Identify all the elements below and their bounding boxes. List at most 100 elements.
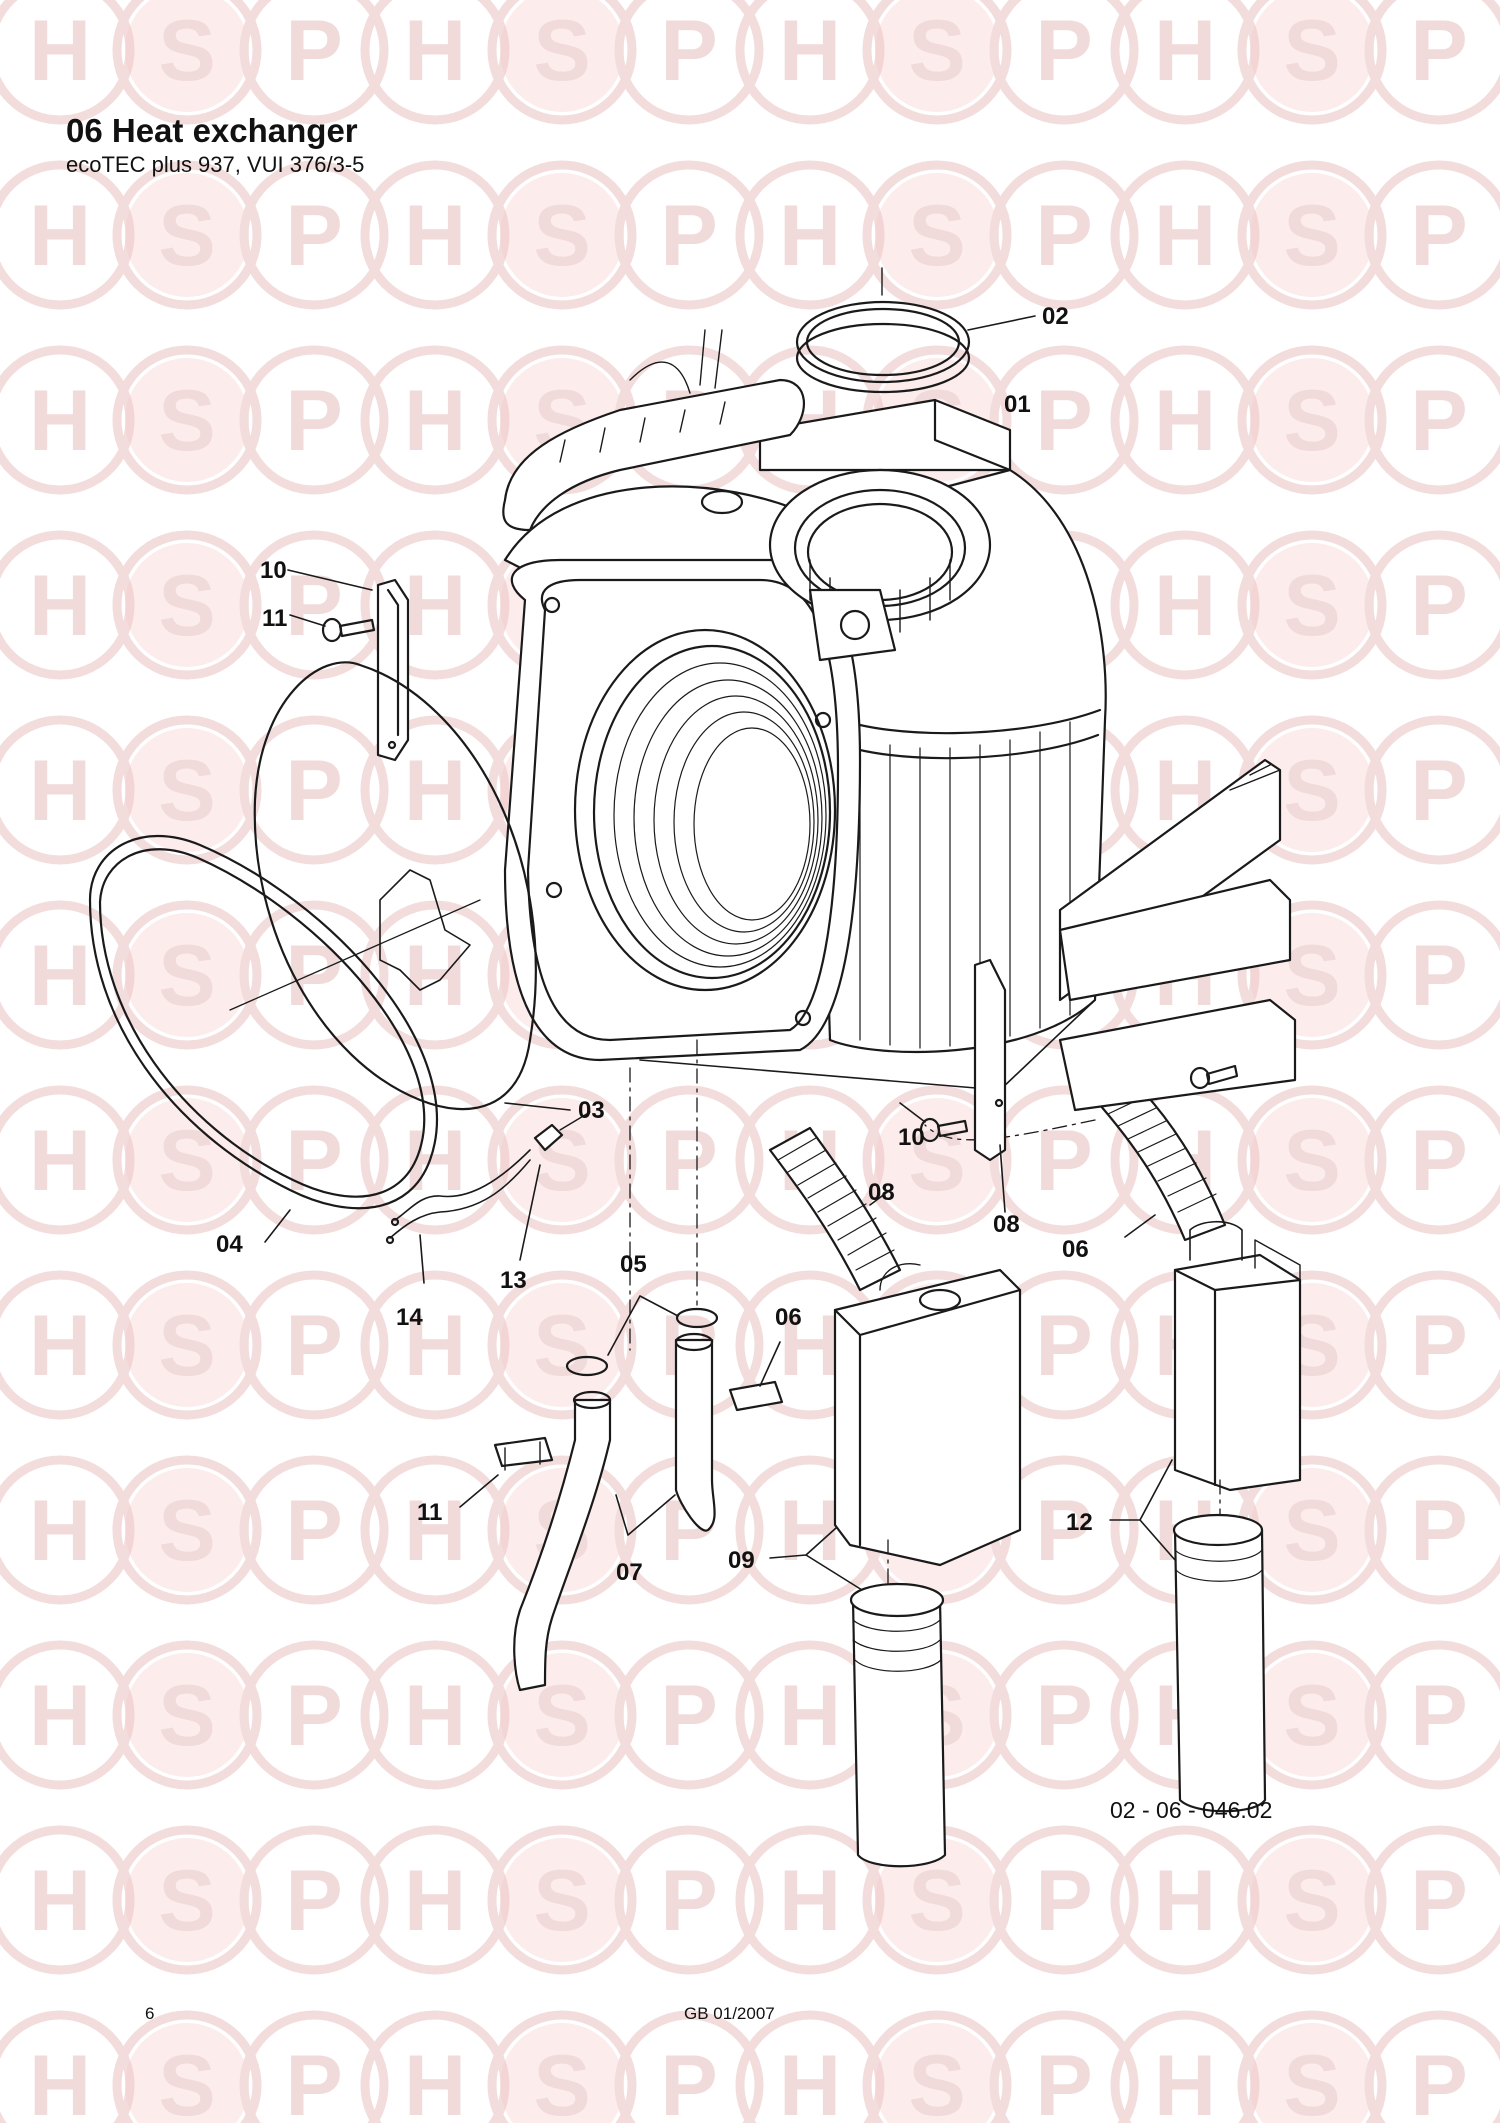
part-14-wiring-harness bbox=[385, 1149, 531, 1284]
watermark-badge: P bbox=[614, 160, 764, 310]
watermark-letter: S bbox=[158, 558, 215, 654]
watermark-letter: H bbox=[404, 188, 466, 284]
watermark-letter: S bbox=[1283, 1668, 1340, 1764]
watermark-letter: S bbox=[158, 928, 215, 1024]
watermark-letter: P bbox=[285, 1668, 342, 1764]
watermark-letter: H bbox=[404, 558, 466, 654]
watermark-badge: S bbox=[112, 160, 262, 310]
watermark-letter: H bbox=[404, 1483, 466, 1579]
watermark-letter: P bbox=[1035, 1668, 1092, 1764]
part-04-seal-ring bbox=[88, 835, 438, 1243]
watermark-letter: P bbox=[1410, 928, 1467, 1024]
watermark-badge: P bbox=[239, 715, 389, 865]
watermark-badge: S bbox=[862, 0, 1012, 125]
watermark-letter: P bbox=[1035, 188, 1092, 284]
watermark-badge: H bbox=[0, 1640, 135, 1790]
watermark-badge: S bbox=[487, 160, 637, 310]
watermark-badge: P bbox=[989, 1085, 1139, 1235]
watermark-badge: S bbox=[1237, 0, 1387, 125]
watermark-letter: S bbox=[158, 743, 215, 839]
watermark-letter: P bbox=[285, 2038, 342, 2123]
watermark-badge: P bbox=[239, 2010, 389, 2123]
watermark-letter: H bbox=[779, 1483, 841, 1579]
part-10-bracket-left bbox=[287, 569, 410, 762]
watermark-letter: P bbox=[285, 3, 342, 99]
watermark-letter: H bbox=[404, 1298, 466, 1394]
part-06-clip-right bbox=[728, 1341, 784, 1412]
watermark-badge: H bbox=[360, 900, 510, 1050]
watermark-letter: H bbox=[779, 2038, 841, 2123]
callout-label-04: 04 bbox=[216, 1231, 243, 1258]
watermark-letter: H bbox=[29, 928, 91, 1024]
watermark-badge: P bbox=[239, 1640, 389, 1790]
watermark-letter: H bbox=[29, 1298, 91, 1394]
watermark-badge: P bbox=[1364, 1640, 1500, 1790]
watermark-letter: P bbox=[1035, 1483, 1092, 1579]
watermark-letter: S bbox=[1283, 1853, 1340, 1949]
watermark-letter: S bbox=[1283, 2038, 1340, 2123]
watermark-letter: S bbox=[908, 2038, 965, 2123]
callout-label-03: 03 bbox=[578, 1097, 605, 1124]
watermark-letter: S bbox=[533, 1853, 590, 1949]
watermark-badge: H bbox=[360, 1825, 510, 1975]
watermark-badge: H bbox=[0, 345, 135, 495]
watermark-badge: S bbox=[862, 160, 1012, 310]
watermark-badge: P bbox=[1364, 1085, 1500, 1235]
watermark-badge: P bbox=[1364, 0, 1500, 125]
watermark-badge: H bbox=[360, 1270, 510, 1420]
watermark-letter: S bbox=[158, 2038, 215, 2123]
part-01-heat-exchanger-body bbox=[502, 329, 1107, 1091]
callout-label-06: 06 bbox=[1062, 1236, 1089, 1263]
watermark-letter: H bbox=[404, 928, 466, 1024]
callout-label-05: 05 bbox=[620, 1251, 647, 1278]
watermark-badge: H bbox=[0, 1825, 135, 1975]
watermark-badge: P bbox=[239, 160, 389, 310]
watermark-letter: S bbox=[1283, 558, 1340, 654]
watermark-letter: H bbox=[29, 3, 91, 99]
watermark-letter: H bbox=[404, 1668, 466, 1764]
watermark-badge: S bbox=[112, 900, 262, 1050]
watermark-badge: S bbox=[112, 0, 262, 125]
watermark-letter: H bbox=[1154, 373, 1216, 469]
watermark-letter: P bbox=[1035, 1853, 1092, 1949]
watermark-badge: H bbox=[0, 0, 135, 125]
watermark-badge: S bbox=[1237, 530, 1387, 680]
watermark-badge: S bbox=[112, 1640, 262, 1790]
watermark-letter: S bbox=[533, 1298, 590, 1394]
part-10-bracket-right bbox=[973, 958, 1007, 1213]
watermark-badge: S bbox=[487, 2010, 637, 2123]
watermark-letter: P bbox=[285, 1483, 342, 1579]
watermark-badge: H bbox=[735, 2010, 885, 2123]
watermark-letter: H bbox=[29, 188, 91, 284]
watermark-letter: P bbox=[660, 1113, 717, 1209]
watermark-badge: H bbox=[0, 2010, 135, 2123]
part-02-gasket-ring bbox=[795, 267, 1036, 394]
watermark-letter: S bbox=[1283, 1113, 1340, 1209]
watermark-letter: H bbox=[779, 188, 841, 284]
watermark-letter: H bbox=[779, 1298, 841, 1394]
watermark-badge: H bbox=[0, 900, 135, 1050]
watermark-badge: H bbox=[0, 1085, 135, 1235]
part-05-o-rings bbox=[565, 1039, 719, 1377]
watermark-badge: S bbox=[112, 1825, 262, 1975]
watermark-letter: P bbox=[1035, 3, 1092, 99]
watermark-badge: P bbox=[1364, 345, 1500, 495]
watermark-letter: H bbox=[404, 1853, 466, 1949]
watermark-letter: S bbox=[1283, 743, 1340, 839]
callout-label-14: 14 bbox=[396, 1304, 423, 1331]
watermark-letter: S bbox=[533, 2038, 590, 2123]
watermark-letter: S bbox=[1283, 928, 1340, 1024]
watermark-letter: S bbox=[1283, 188, 1340, 284]
watermark-letter: H bbox=[29, 743, 91, 839]
watermark-letter: P bbox=[1410, 373, 1467, 469]
watermark-letter: P bbox=[285, 1853, 342, 1949]
watermark-letter: H bbox=[1154, 3, 1216, 99]
watermark-letter: S bbox=[1283, 373, 1340, 469]
watermark-letter: S bbox=[158, 1298, 215, 1394]
part-09-condensate-trap bbox=[769, 1263, 1022, 1868]
watermark-letter: S bbox=[908, 3, 965, 99]
watermark-letter: H bbox=[29, 373, 91, 469]
part-11-screw-right bbox=[899, 1102, 969, 1143]
callout-label-09: 09 bbox=[728, 1547, 755, 1574]
